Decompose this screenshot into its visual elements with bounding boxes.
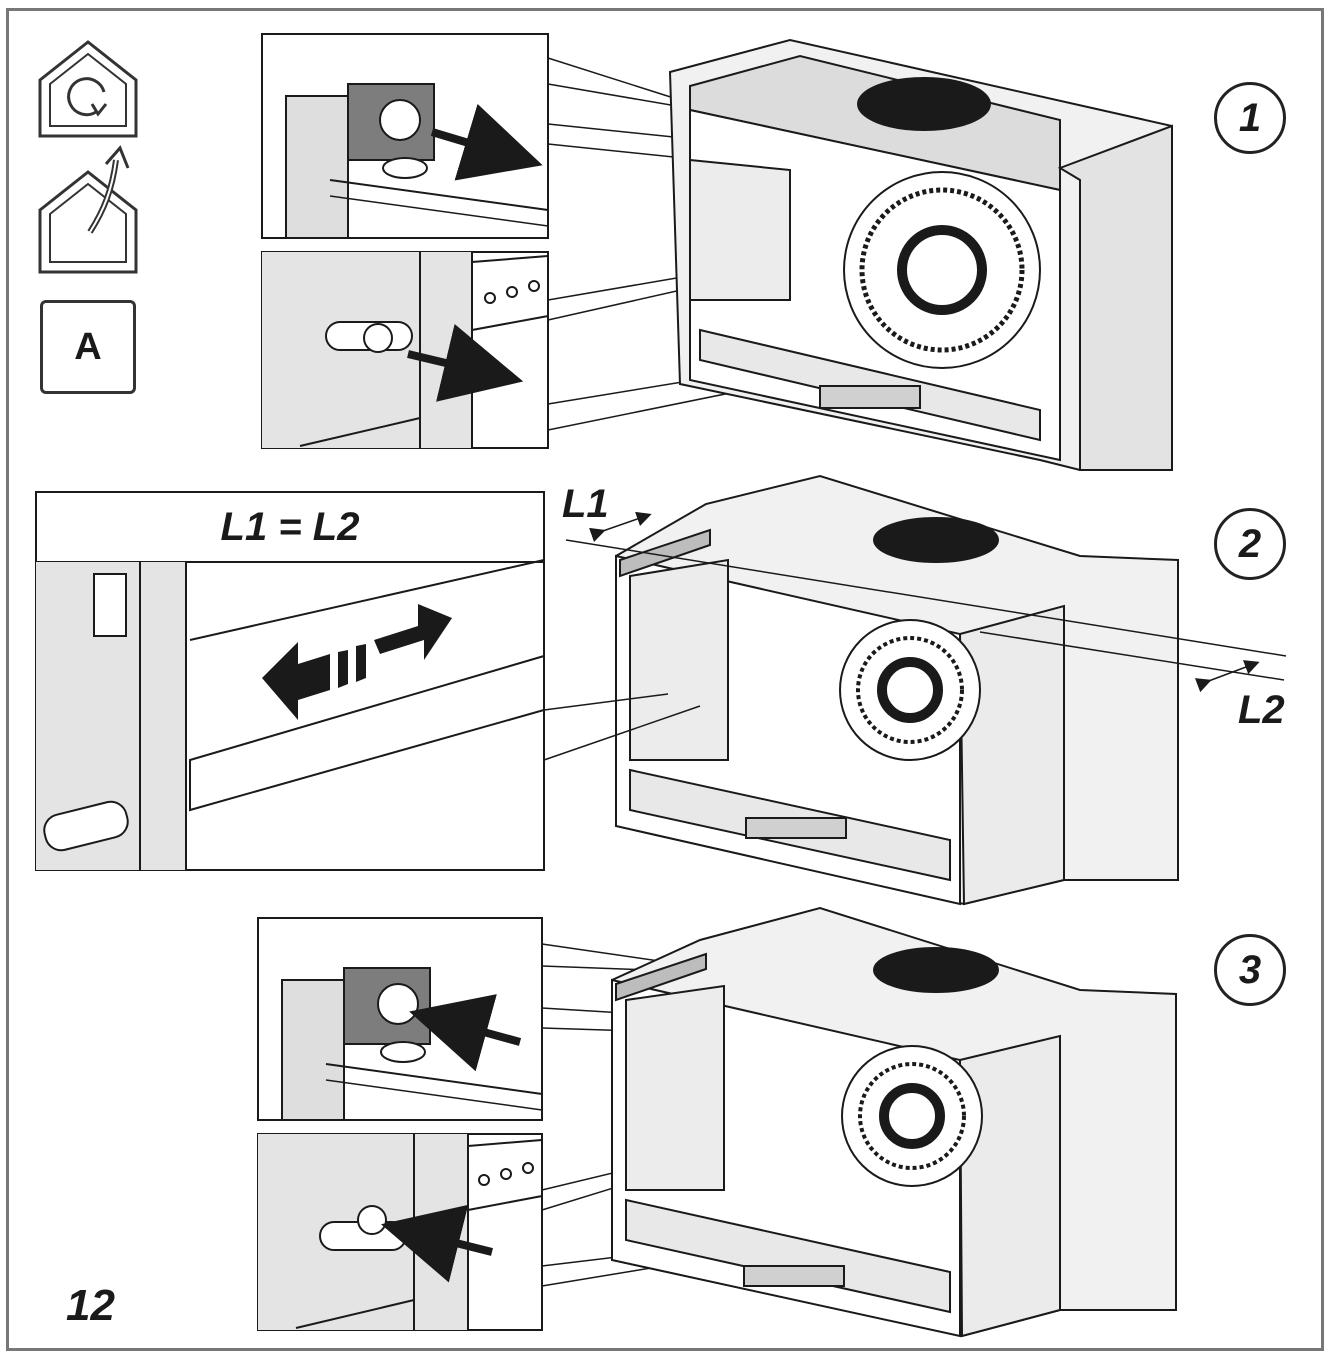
step3-hood — [611, 906, 1177, 1338]
step2-detail — [35, 491, 545, 871]
step2-hood — [615, 474, 1179, 906]
equal-length-heading: L1 = L2 — [220, 504, 360, 549]
l2-label: L2 — [1238, 688, 1285, 732]
page-number: 12 — [66, 1281, 115, 1330]
l1-label: L1 — [562, 482, 609, 526]
step1-hood — [668, 38, 1173, 471]
step3-detail-bottom — [257, 1133, 543, 1331]
step-3-badge: 3 — [1214, 934, 1286, 1006]
step3-detail-top — [257, 917, 543, 1121]
step2-measure-lines — [543, 511, 1287, 761]
house-recirculation-icon — [38, 40, 138, 138]
mode-a-icon: A — [40, 300, 136, 394]
step1-detail-bottom — [261, 251, 549, 449]
adjustment-arrow-icon — [262, 604, 452, 720]
step-1-badge: 1 — [1214, 82, 1286, 154]
step-2-badge: 2 — [1214, 508, 1286, 580]
house-extraction-icon — [38, 145, 138, 274]
step1-detail-top — [261, 33, 549, 239]
